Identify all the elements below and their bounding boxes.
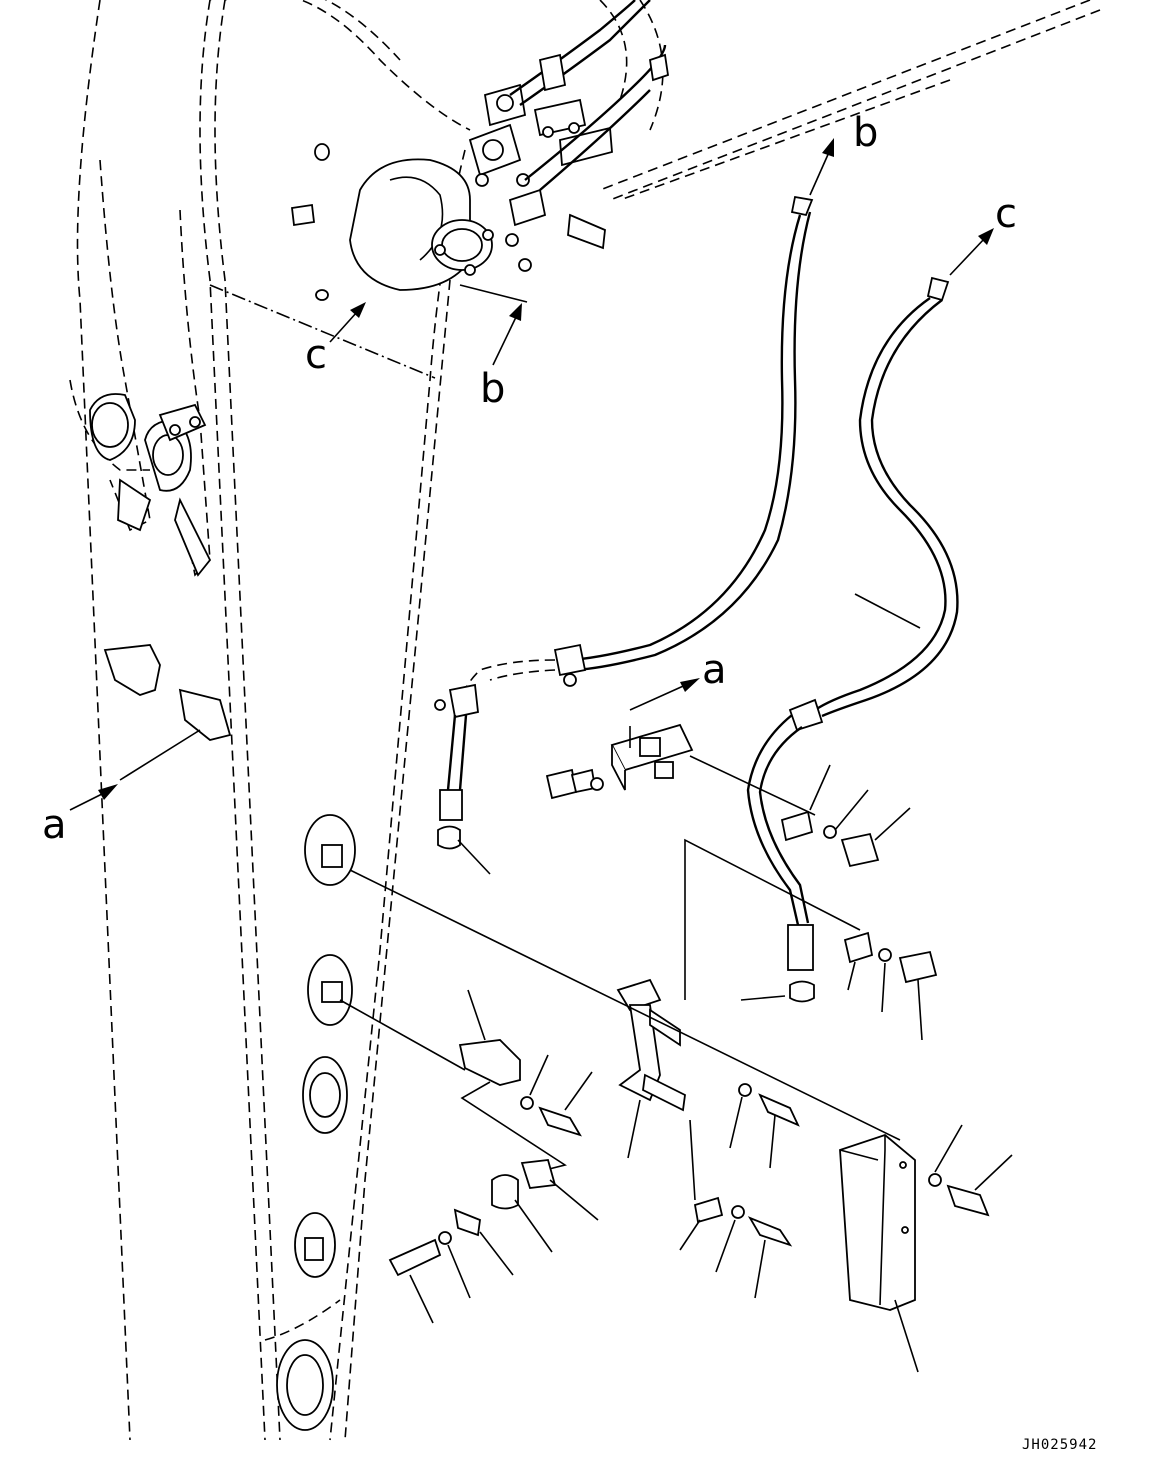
bracket-a-assembly <box>545 723 911 868</box>
left-lug-plate <box>103 644 232 781</box>
hose-c <box>740 276 959 1003</box>
center-line <box>209 284 436 379</box>
callout-label-a-right: a <box>702 647 727 693</box>
clamp-plate-assembly <box>616 838 938 1299</box>
callout-label-c-top: c <box>995 191 1017 237</box>
callout-label-a-left: a <box>42 802 67 848</box>
callout-label-b-top: b <box>853 110 878 156</box>
pin-link-assembly <box>89 393 212 577</box>
motor-valve-assembly <box>291 0 670 303</box>
hose-b <box>434 195 814 875</box>
callout-arrows <box>69 138 994 811</box>
boom-bosses <box>276 814 466 1431</box>
lower-clamp-set <box>388 989 599 1324</box>
drawing-code: JH025942 <box>1022 1437 1097 1453</box>
hose-guard-cover <box>349 869 1013 1373</box>
callout-label-b-mid: b <box>480 366 505 412</box>
callout-label-c-mid: c <box>305 332 327 378</box>
